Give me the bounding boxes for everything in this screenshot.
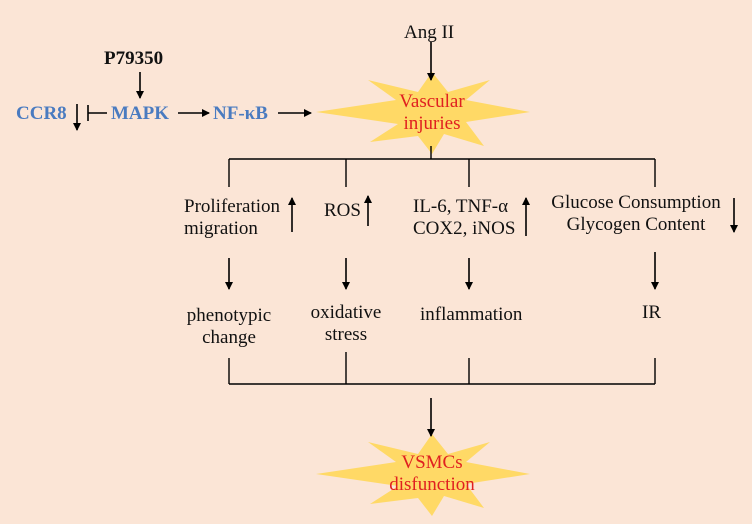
- cytokines-label: IL-6, TNF-α COX2, iNOS: [413, 196, 516, 239]
- ang-ii-label: Ang II: [404, 22, 455, 43]
- vsmcs-disfunction-label: VSMCs disfunction: [389, 452, 475, 495]
- ir-label: IR: [642, 302, 661, 323]
- inflammation-label: inflammation: [420, 304, 523, 325]
- oxidative-stress-label: oxidative stress: [310, 302, 382, 345]
- p79350-label: P79350: [104, 48, 164, 69]
- vascular-injuries-star: [316, 72, 530, 154]
- mapk-label: MAPK: [111, 103, 170, 124]
- nfkb-label: NF-κB: [213, 103, 268, 124]
- vscms-star: [316, 434, 530, 516]
- ros-label: ROS: [324, 200, 361, 221]
- phenotypic-change-label: phenotypic change: [186, 305, 272, 348]
- vascular-injuries-label: Vascular injuries: [399, 91, 465, 134]
- glucose-label: Glucose Consumption Glycogen Content: [551, 192, 721, 235]
- ccr8-label: CCR8: [16, 103, 67, 124]
- proliferation-label: Proliferation migration: [184, 196, 281, 239]
